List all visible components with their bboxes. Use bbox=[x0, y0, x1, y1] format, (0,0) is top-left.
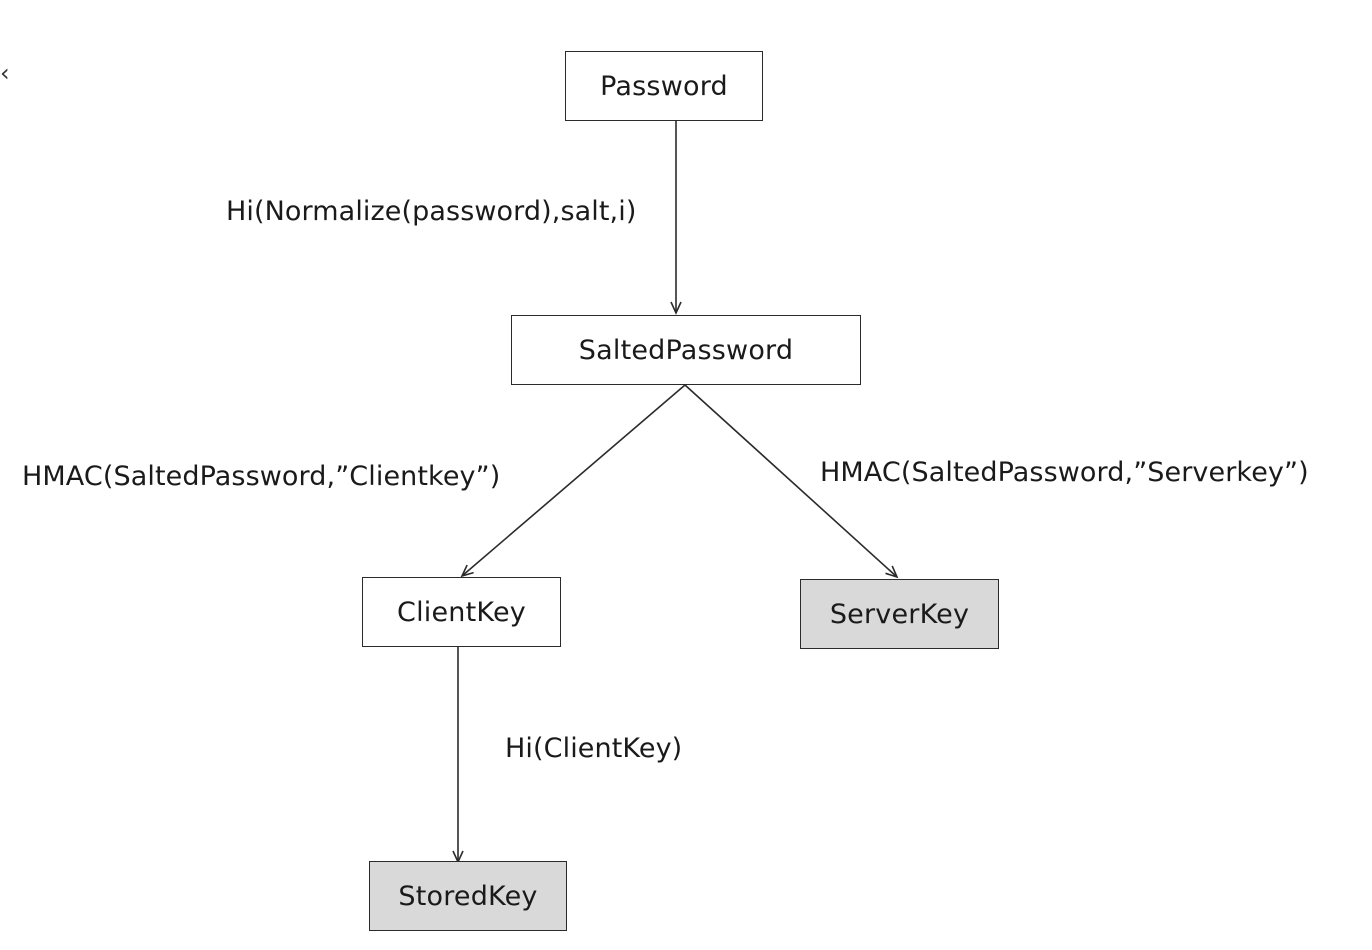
edge-label-salted-to-client: HMAC(SaltedPassword,”Clientkey”) bbox=[22, 461, 501, 492]
node-stored-key-label: StoredKey bbox=[398, 880, 538, 912]
node-password: Password bbox=[565, 51, 763, 121]
edge-label-salted-to-server: HMAC(SaltedPassword,”Serverkey”) bbox=[820, 457, 1309, 488]
node-server-key: ServerKey bbox=[800, 579, 999, 649]
edge-label-client-to-stored: Hi(ClientKey) bbox=[505, 733, 683, 764]
node-client-key: ClientKey bbox=[362, 577, 561, 647]
node-password-label: Password bbox=[600, 70, 728, 102]
node-server-key-label: ServerKey bbox=[829, 598, 970, 630]
arrow-salted-to-serverkey bbox=[684, 384, 899, 579]
node-salted-password: SaltedPassword bbox=[511, 315, 861, 385]
edge-label-password-to-salted: Hi(Normalize(password),salt,i) bbox=[226, 196, 637, 227]
edge-mark: ‹ bbox=[0, 59, 10, 87]
node-stored-key: StoredKey bbox=[369, 861, 567, 931]
node-salted-password-label: SaltedPassword bbox=[578, 334, 794, 366]
node-client-key-label: ClientKey bbox=[397, 596, 526, 628]
arrow-salted-to-clientkey bbox=[460, 384, 686, 578]
